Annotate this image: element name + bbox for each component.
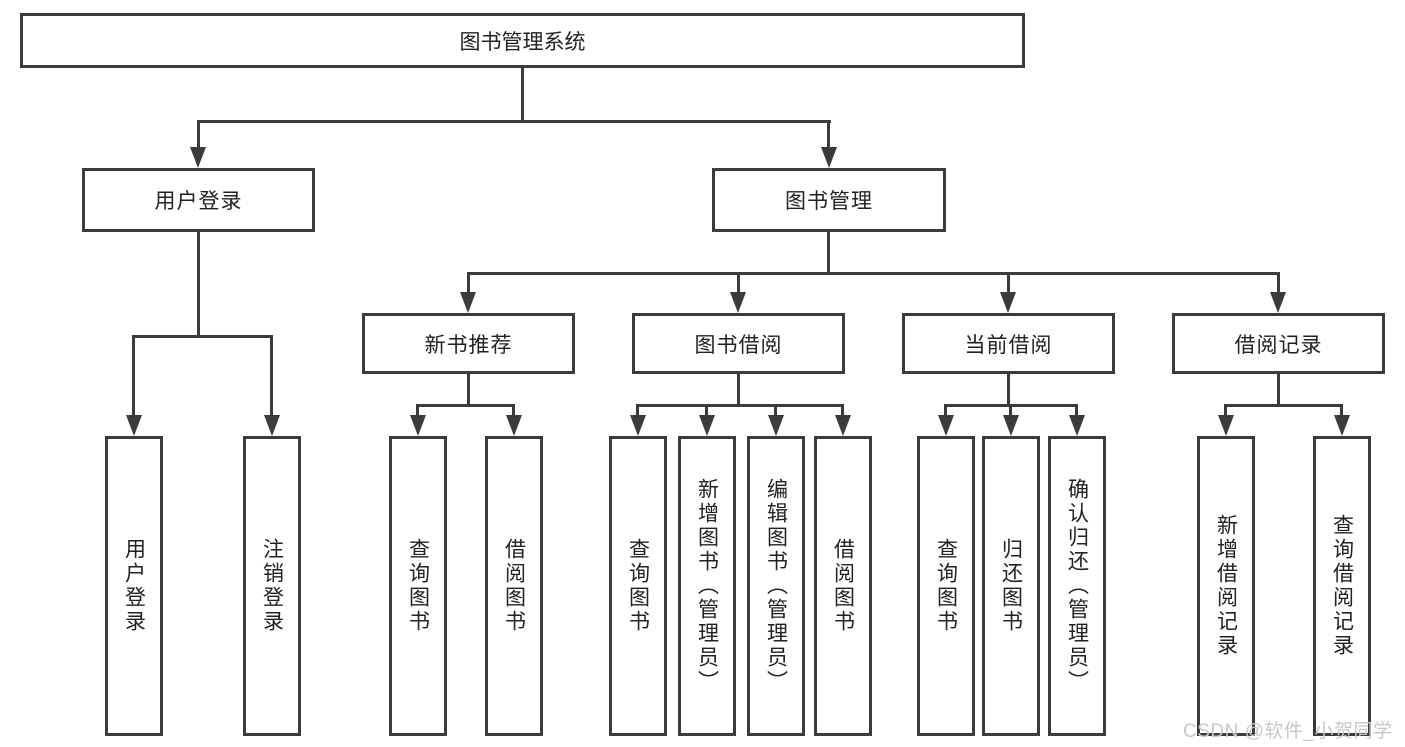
connector-book-borrowing-drop <box>737 272 740 293</box>
connector-nb-query-drop <box>416 404 419 416</box>
connector-cb-query-drop <box>944 404 947 416</box>
node-new-book-recommend: 新书推荐 <box>362 313 575 374</box>
connector-user-login-hbar <box>132 335 273 338</box>
arrowhead-br-query-record <box>1334 415 1350 436</box>
connector-borrowing-records-hbar <box>1224 404 1343 407</box>
connector-book-management-stem <box>827 232 830 272</box>
leaf-cb-return-books-label: 归还图书 <box>999 538 1023 634</box>
node-library-management-system: 图书管理系统 <box>20 13 1025 68</box>
arrowhead-current-borrowing <box>1000 292 1016 313</box>
leaf-bb-borrow-books: 借阅图书 <box>814 436 872 736</box>
node-book-management: 图书管理 <box>712 168 946 232</box>
connector-borrowing-records-drop <box>1277 272 1280 293</box>
connector-current-borrowing-drop <box>1007 272 1010 293</box>
connector-bb-query-drop <box>636 404 639 416</box>
connector-leaf-logout-drop <box>270 335 273 416</box>
connector-current-borrowing-stem <box>1007 374 1010 404</box>
arrowhead-leaf-logout <box>264 415 280 436</box>
connector-root-stem <box>521 68 524 120</box>
connector-root-hbar <box>197 120 831 123</box>
connector-user-login-drop <box>197 120 200 148</box>
leaf-nb-query-books-label: 查询图书 <box>406 538 430 634</box>
arrowhead-book-borrowing <box>730 292 746 313</box>
connector-new-book-drop <box>467 272 470 293</box>
connector-cb-confirm-drop <box>1075 404 1078 416</box>
csdn-watermark: CSDN @软件_小贺同学 <box>1183 721 1393 742</box>
arrowhead-borrowing-records <box>1270 292 1286 313</box>
leaf-bb-edit-books: 编辑图书（管理员） <box>747 436 805 736</box>
leaf-bb-add-books: 新增图书（管理员） <box>678 436 736 736</box>
arrowhead-bb-query-books <box>630 415 646 436</box>
arrowhead-nb-borrow-books <box>506 415 522 436</box>
arrowhead-leaf-user-login <box>126 415 142 436</box>
connector-user-login-stem <box>197 232 200 335</box>
leaf-cb-query-books-label: 查询图书 <box>934 538 958 634</box>
arrowhead-user-login <box>190 147 206 168</box>
leaf-bb-borrow-books-label: 借阅图书 <box>831 538 855 634</box>
leaf-br-add-record-label: 新增借阅记录 <box>1214 514 1238 658</box>
arrowhead-bb-edit-books <box>768 415 784 436</box>
arrowhead-cb-confirm-return <box>1069 415 1085 436</box>
leaf-br-query-record-label: 查询借阅记录 <box>1330 514 1354 658</box>
leaf-bb-query-books-label: 查询图书 <box>626 538 650 634</box>
connector-book-borrowing-stem <box>737 374 740 404</box>
leaf-nb-borrow-books: 借阅图书 <box>485 436 543 736</box>
arrowhead-nb-query-books <box>410 415 426 436</box>
arrowhead-book-management <box>821 147 837 168</box>
node-current-borrowing: 当前借阅 <box>902 313 1115 374</box>
connector-bb-add-drop <box>705 404 708 416</box>
leaf-bb-query-books: 查询图书 <box>609 436 667 736</box>
leaf-user-login-label: 用户登录 <box>122 538 146 634</box>
leaf-logout-label: 注销登录 <box>260 538 284 634</box>
node-user-login: 用户登录 <box>82 168 315 232</box>
connector-bb-edit-drop <box>774 404 777 416</box>
node-borrowing-records: 借阅记录 <box>1172 313 1385 374</box>
connector-cb-return-drop <box>1009 404 1012 416</box>
connector-br-query-drop <box>1340 404 1343 416</box>
arrowhead-new-book-recommend <box>460 292 476 313</box>
arrowhead-br-add-record <box>1218 415 1234 436</box>
leaf-bb-add-books-label: 新增图书（管理员） <box>695 478 719 694</box>
connector-book-management-hbar <box>467 272 1280 275</box>
arrowhead-bb-add-books <box>699 415 715 436</box>
connector-br-add-drop <box>1224 404 1227 416</box>
connector-nb-borrow-drop <box>512 404 515 416</box>
connector-book-management-drop <box>827 120 830 148</box>
leaf-cb-confirm-return-label: 确认归还（管理员） <box>1065 478 1089 694</box>
node-book-borrowing: 图书借阅 <box>632 313 845 374</box>
arrowhead-cb-query-books <box>938 415 954 436</box>
leaf-cb-query-books: 查询图书 <box>917 436 975 736</box>
arrowhead-cb-return-books <box>1003 415 1019 436</box>
leaf-logout: 注销登录 <box>243 436 301 736</box>
connector-new-book-hbar <box>416 404 515 407</box>
connector-bb-borrow-drop <box>841 404 844 416</box>
leaf-bb-edit-books-label: 编辑图书（管理员） <box>764 478 788 694</box>
connector-leaf-user-login-drop <box>132 335 135 416</box>
arrowhead-bb-borrow-books <box>835 415 851 436</box>
leaf-br-query-record: 查询借阅记录 <box>1313 436 1371 736</box>
leaf-cb-confirm-return: 确认归还（管理员） <box>1048 436 1106 736</box>
leaf-nb-query-books: 查询图书 <box>389 436 447 736</box>
connector-borrowing-records-stem <box>1277 374 1280 404</box>
connector-new-book-stem <box>467 374 470 404</box>
connector-book-borrowing-hbar <box>636 404 844 407</box>
leaf-user-login: 用户登录 <box>105 436 163 736</box>
leaf-cb-return-books: 归还图书 <box>982 436 1040 736</box>
leaf-nb-borrow-books-label: 借阅图书 <box>502 538 526 634</box>
leaf-br-add-record: 新增借阅记录 <box>1197 436 1255 736</box>
